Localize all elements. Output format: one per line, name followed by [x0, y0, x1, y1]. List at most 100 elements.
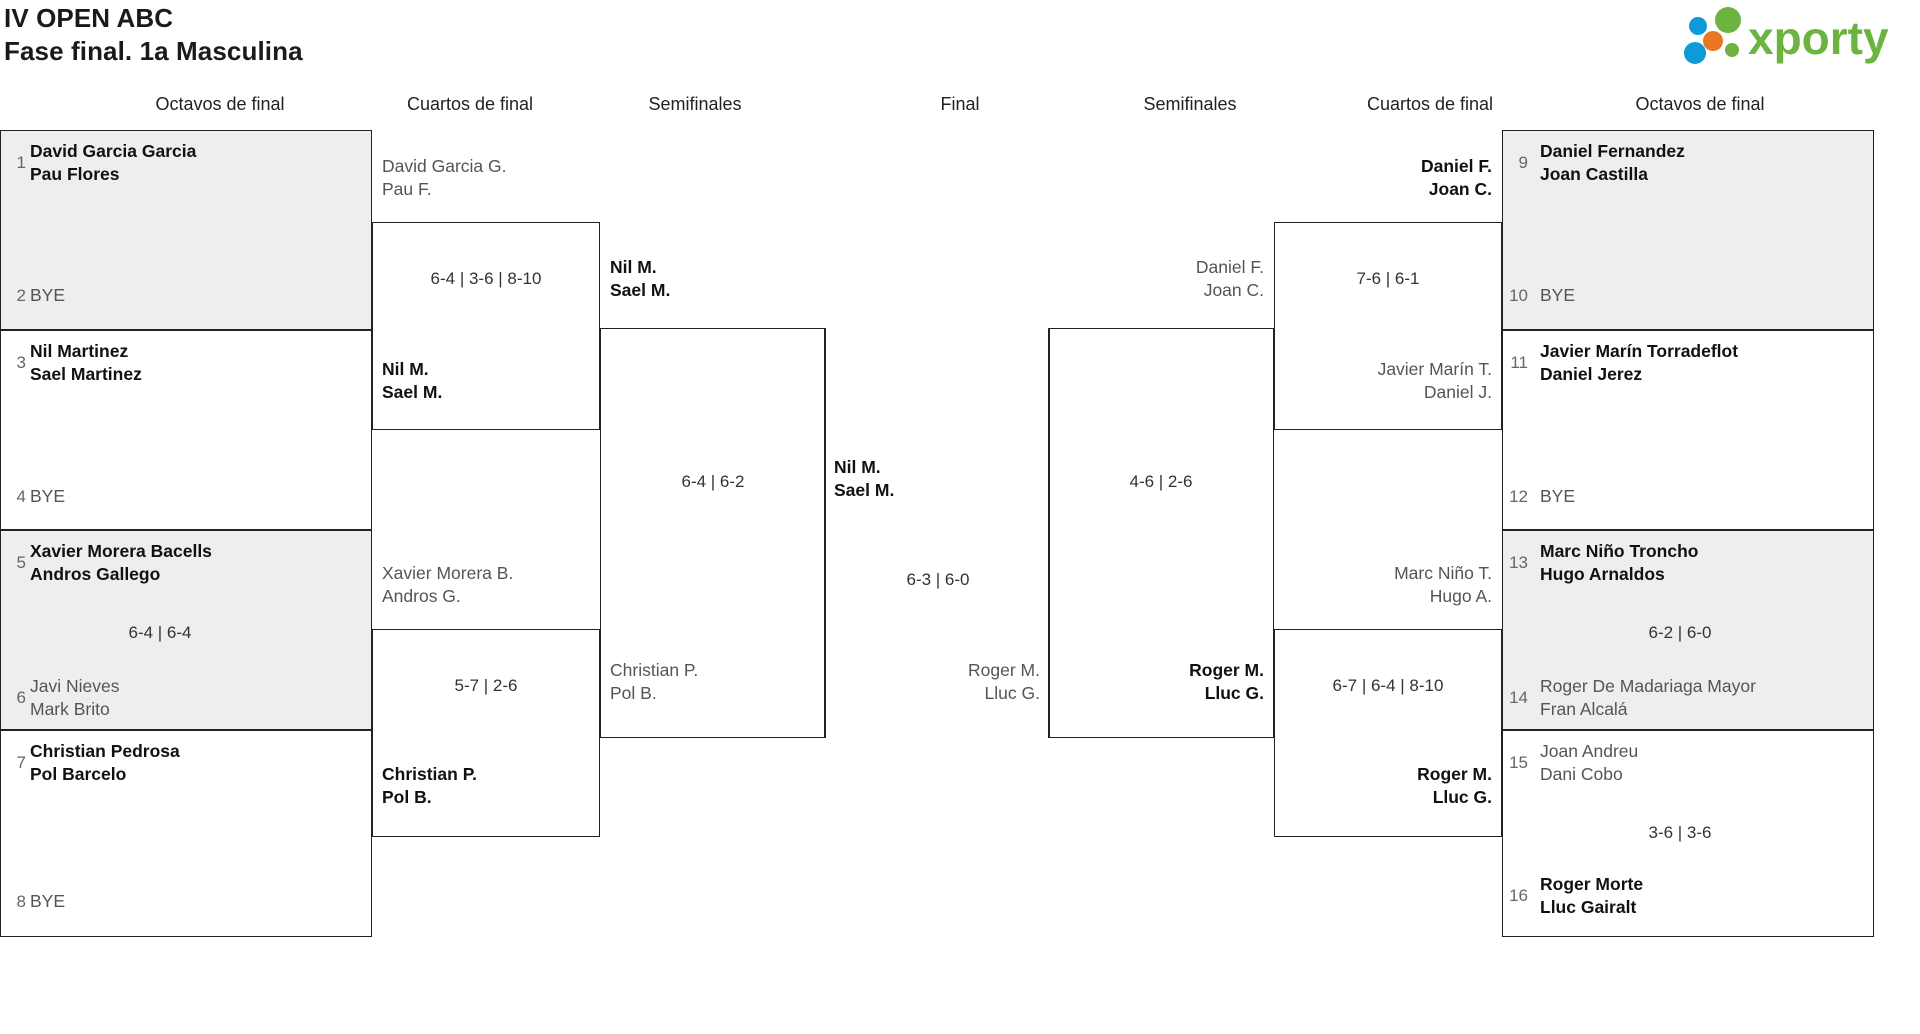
seed-number: 9 [1518, 153, 1528, 172]
slot-left-sf-b[interactable]: Christian P. Pol B. [610, 659, 698, 705]
match-box-left-r16-3[interactable] [0, 530, 372, 730]
player-name: Roger De Madariaga Mayor [1540, 676, 1756, 696]
slot-finalist-left[interactable]: Nil M. Sael M. [834, 456, 894, 502]
seed-number: 4 [16, 487, 26, 506]
player-name: Daniel F. [1195, 257, 1264, 277]
player-name: Lluc Gairalt [1540, 897, 1637, 917]
match-box-right-r16-1[interactable] [1502, 130, 1874, 330]
slot-left-r16-8[interactable]: 8 BYE [0, 890, 66, 913]
player-name: Xavier Morera Bacells [30, 541, 212, 561]
round-header-left-sf: Semifinales [648, 94, 742, 114]
slot-right-qf-2b[interactable]: Roger M. Lluc G. [1284, 763, 1492, 809]
match-box-right-qf-1[interactable] [1274, 222, 1502, 430]
seed-number: 3 [16, 353, 26, 372]
slot-right-qf-1b[interactable]: Javier Marín T. Daniel J. [1284, 358, 1492, 404]
player-name: Daniel Jerez [1540, 364, 1643, 384]
match-box-right-r16-2[interactable] [1502, 330, 1874, 530]
xporty-logo-icon: xporty [1684, 7, 1889, 64]
match-box-left-qf-2[interactable] [372, 629, 600, 837]
slot-left-r16-1[interactable]: 1 David Garcia Garcia Pau Flores [0, 140, 197, 186]
slot-right-sf-a[interactable]: Daniel F. Joan C. [1058, 256, 1264, 302]
slot-left-sf-a[interactable]: Nil M. Sael M. [610, 256, 670, 302]
slot-right-sf-b[interactable]: Roger M. Lluc G. [1058, 659, 1264, 705]
slot-left-qf-1b[interactable]: Nil M. Sael M. [382, 358, 442, 404]
player-name: Roger Morte [1540, 874, 1644, 894]
match-box-left-qf-1[interactable] [372, 222, 600, 430]
player-name: Javier Marín T. [1377, 359, 1492, 379]
round-header-right-r16: Octavos de final [1635, 94, 1765, 114]
seed-number: 15 [1509, 753, 1528, 772]
slot-left-r16-2[interactable]: 2 BYE [0, 284, 66, 307]
seed-number: 8 [16, 892, 26, 911]
match-box-left-r16-1[interactable] [0, 130, 372, 330]
player-name: BYE [30, 891, 66, 911]
slot-right-r16-4[interactable]: 12 BYE [1502, 485, 1575, 508]
slot-right-r16-6[interactable]: 14 Roger De Madariaga Mayor Fran Alcalá [1502, 675, 1756, 721]
tournament-name: IV OPEN ABC [4, 3, 174, 33]
slot-right-r16-5[interactable]: 13 Marc Niño Troncho Hugo Arnaldos [1502, 540, 1698, 586]
match-score-final: 6-3 | 6-0 [906, 570, 970, 589]
match-score-right-r16-4: 3-6 | 3-6 [1648, 823, 1712, 842]
player-name: Marc Niño T. [1394, 563, 1492, 583]
player-name: Sael M. [834, 480, 895, 500]
seed-number: 11 [1510, 353, 1528, 372]
player-name: Marc Niño Troncho [1540, 541, 1699, 561]
player-name: Nil M. [610, 257, 657, 277]
player-name: Pau Flores [30, 164, 120, 184]
slot-left-r16-3[interactable]: 3 Nil Martinez Sael Martinez [0, 340, 142, 386]
player-name: Joan C. [1203, 280, 1264, 300]
slot-finalist-right[interactable]: Roger M. Lluc G. [836, 659, 1040, 705]
match-box-right-r16-4[interactable] [1502, 730, 1874, 937]
slot-left-r16-7[interactable]: 7 Christian Pedrosa Pol Barcelo [0, 740, 180, 786]
player-name: Daniel Fernandez [1540, 141, 1685, 161]
slot-left-r16-6[interactable]: 6 Javi Nieves Mark Brito [0, 675, 120, 721]
player-name: Xavier Morera B. [382, 563, 514, 583]
match-box-left-r16-2[interactable] [0, 330, 372, 530]
seed-number: 14 [1509, 688, 1528, 707]
slot-left-r16-5[interactable]: 5 Xavier Morera Bacells Andros Gallego [0, 540, 212, 586]
slot-right-r16-8[interactable]: 16 Roger Morte Lluc Gairalt [1502, 873, 1643, 919]
seed-number: 2 [16, 286, 26, 305]
player-name: Daniel J. [1423, 382, 1492, 402]
player-name: Joan Andreu [1540, 741, 1639, 761]
match-score-left-qf-2: 5-7 | 2-6 [454, 676, 518, 695]
player-name: Joan Castilla [1540, 164, 1648, 184]
match-box-right-r16-3[interactable] [1502, 530, 1874, 730]
player-name: Javier Marín Torradeflot [1540, 341, 1739, 361]
svg-text:xporty: xporty [1748, 12, 1889, 64]
player-name: Andros G. [382, 586, 461, 606]
player-name: Sael M. [610, 280, 671, 300]
slot-left-qf-2b[interactable]: Christian P. Pol B. [382, 763, 477, 809]
page-title: IV OPEN ABC Fase final. 1a Masculina [4, 2, 904, 68]
seed-number: 12 [1509, 487, 1528, 506]
match-box-left-r16-4[interactable] [0, 730, 372, 937]
slot-right-qf-2a[interactable]: Marc Niño T. Hugo A. [1284, 562, 1492, 608]
player-name: BYE [1540, 486, 1576, 506]
slot-left-qf-2a[interactable]: Xavier Morera B. Andros G. [382, 562, 513, 608]
player-name: Roger M. [1189, 660, 1264, 680]
slot-left-r16-4[interactable]: 4 BYE [0, 485, 66, 508]
player-name: BYE [30, 486, 66, 506]
player-name: Lluc G. [1204, 683, 1264, 703]
seed-number: 13 [1509, 553, 1528, 572]
seed-number: 16 [1509, 886, 1528, 905]
tournament-phase: Fase final. 1a Masculina [4, 36, 303, 66]
match-box-right-sf[interactable] [1048, 328, 1274, 738]
player-name: Mark Brito [30, 699, 110, 719]
player-name: Christian P. [610, 660, 699, 680]
slot-right-r16-3[interactable]: 11 Javier Marín Torradeflot Daniel Jerez [1502, 340, 1738, 386]
seed-number: 10 [1509, 286, 1528, 305]
slot-right-r16-2[interactable]: 10 BYE [1502, 284, 1575, 307]
player-name: Pol Barcelo [30, 764, 127, 784]
player-name: Javi Nieves [30, 676, 120, 696]
player-name: Pol B. [382, 787, 432, 807]
player-name: Hugo A. [1429, 586, 1492, 606]
slot-left-qf-1a[interactable]: David Garcia G. Pau F. [382, 155, 506, 201]
slot-right-r16-7[interactable]: 15 Joan Andreu Dani Cobo [1502, 740, 1638, 786]
match-score-right-qf-2: 6-7 | 6-4 | 8-10 [1332, 676, 1444, 695]
player-name: Hugo Arnaldos [1540, 564, 1665, 584]
slot-right-r16-1[interactable]: 9 Daniel Fernandez Joan Castilla [1502, 140, 1685, 186]
match-box-right-qf-2[interactable] [1274, 629, 1502, 837]
player-name: Pau F. [382, 179, 432, 199]
slot-right-qf-1a[interactable]: Daniel F. Joan C. [1284, 155, 1492, 201]
